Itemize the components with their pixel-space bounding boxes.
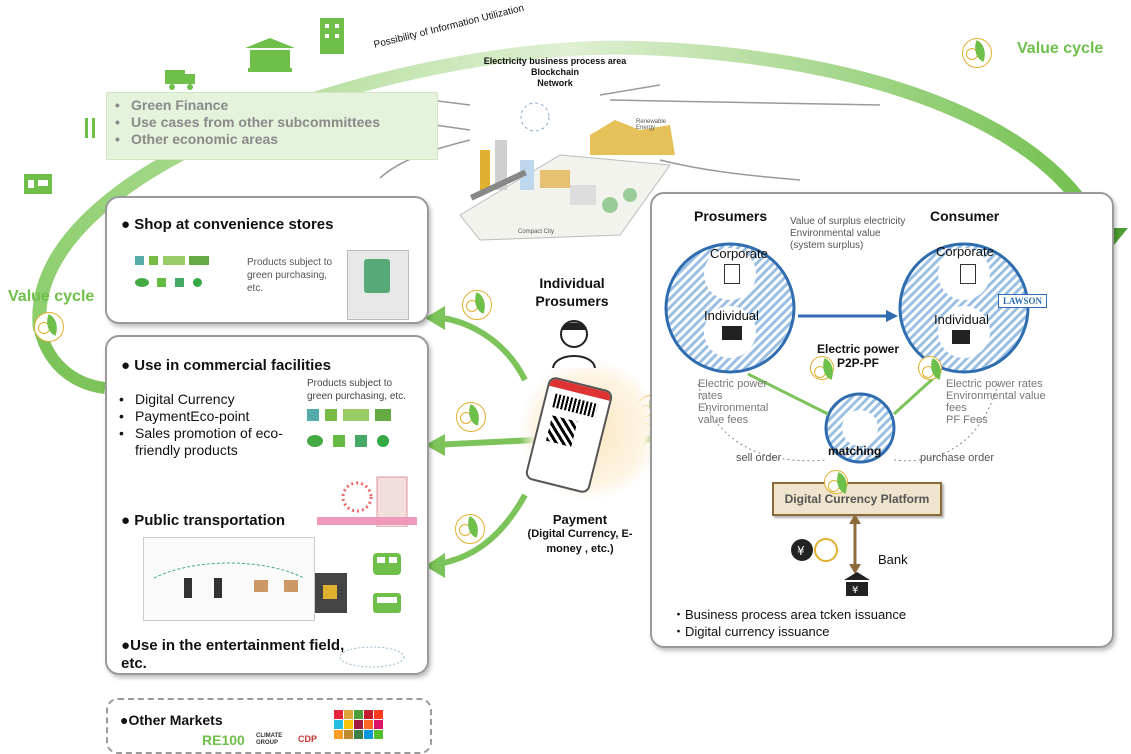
other-markets-title: ●Other Markets	[120, 712, 223, 728]
people-network-icon	[844, 408, 870, 420]
commercial-note: Products subject to green purchasing, et…	[307, 378, 406, 402]
city-illustration: Renewable Energy Compact City	[440, 95, 680, 245]
value-icon	[918, 356, 942, 380]
transport-title: ● Public transportation	[121, 512, 286, 529]
p2p-circles	[664, 242, 1030, 464]
train-bus-icons	[373, 553, 401, 613]
truck-icon	[165, 70, 195, 90]
issuance-list: ・Business process area tcken issuance ・D…	[672, 607, 907, 639]
cdp-logo: CDP	[298, 734, 318, 744]
facility-image	[317, 467, 417, 528]
shop-note: Products subject to green purchasing, et…	[247, 257, 333, 294]
house-icon	[952, 330, 970, 344]
corporate-right: Corporate	[936, 244, 994, 259]
bank-icon: ¥	[844, 572, 870, 596]
value-cycle-icon	[34, 312, 64, 342]
climate-group-logo: CLIMATE GROUP	[256, 733, 283, 746]
value-cycle-label-left: Value cycle	[8, 288, 95, 305]
individual-right: Individual	[934, 312, 989, 327]
cutlery-icon	[85, 118, 95, 138]
individual-left: Individual	[704, 308, 759, 323]
lawson-logo: LAWSON	[998, 294, 1048, 308]
value-icon	[455, 514, 485, 544]
area-item: Green Finance	[115, 97, 380, 114]
ticket-gate-image	[315, 573, 347, 613]
area-item: Use cases from other subcommittees	[115, 114, 380, 131]
re100-logo: RE100	[202, 732, 245, 748]
area-item: Other economic areas	[115, 131, 380, 148]
qr-code	[545, 415, 578, 447]
p2p-panel: Prosumers Consumer Value of surplus elec…	[650, 192, 1114, 648]
value-icon	[456, 402, 486, 432]
barcode	[552, 393, 599, 418]
corporate-left: Corporate	[710, 246, 768, 261]
office-building-icon	[724, 264, 740, 284]
economic-areas-box: Green Finance Use cases from other subco…	[106, 92, 438, 160]
svg-text:¥: ¥	[797, 544, 805, 558]
eco-labels	[307, 409, 417, 471]
shop-title: ● Shop at convenience stores	[121, 216, 334, 233]
matching-label: matching	[828, 444, 882, 458]
value-cycle-label-right: Value cycle	[1017, 40, 1104, 57]
payment-label: Payment (Digital Currency, E-money , etc…	[527, 512, 633, 555]
center-title: Individual Prosumers	[535, 275, 609, 309]
other-markets-panel: ●Other Markets RE100 CLIMATE GROUP CDP	[106, 698, 432, 754]
purchase-order-label: purchase order	[920, 452, 994, 464]
commercial-title: ● Use in commercial facilities	[121, 357, 331, 374]
prosumers-title: Prosumers	[694, 208, 768, 224]
digital-currency-platform: Digital Currency Platform	[772, 482, 942, 516]
bank-building-icon	[245, 38, 295, 72]
renewable-label: Renewable Energy	[636, 119, 667, 131]
bank-label: Bank	[878, 552, 908, 567]
bank-link-arrow	[849, 514, 861, 574]
entertainment-title: ●Use in the entertainment field, etc.	[121, 637, 345, 672]
kiosk-image	[347, 250, 409, 320]
value-icon	[462, 290, 492, 320]
transport-diagram	[143, 537, 315, 621]
currency-exchange-icon: ¥	[791, 538, 838, 562]
compact-city-label: Compact City	[518, 229, 555, 235]
sell-order-label: sell order	[736, 452, 782, 464]
value-icon	[824, 470, 848, 494]
svg-text:¥: ¥	[852, 585, 858, 596]
person-icon	[552, 320, 596, 369]
solar-house-icon	[722, 326, 742, 340]
value-cycle-icon	[962, 38, 992, 68]
value-icon	[810, 356, 834, 380]
sdgs-logo	[334, 702, 390, 748]
stadium-image	[337, 629, 407, 669]
consumer-title: Consumer	[930, 208, 1000, 224]
eco-labels	[135, 252, 225, 298]
building-icon	[320, 18, 344, 54]
economy-icons	[85, 18, 344, 138]
shop-panel: ● Shop at convenience stores Products su…	[105, 196, 429, 324]
store-icon	[24, 174, 52, 194]
office-building-icon	[960, 264, 976, 284]
commercial-bullets: Digital Currency PaymentEco-point Sales …	[119, 391, 289, 459]
commercial-panel: ● Use in commercial facilities Digital C…	[105, 335, 429, 675]
